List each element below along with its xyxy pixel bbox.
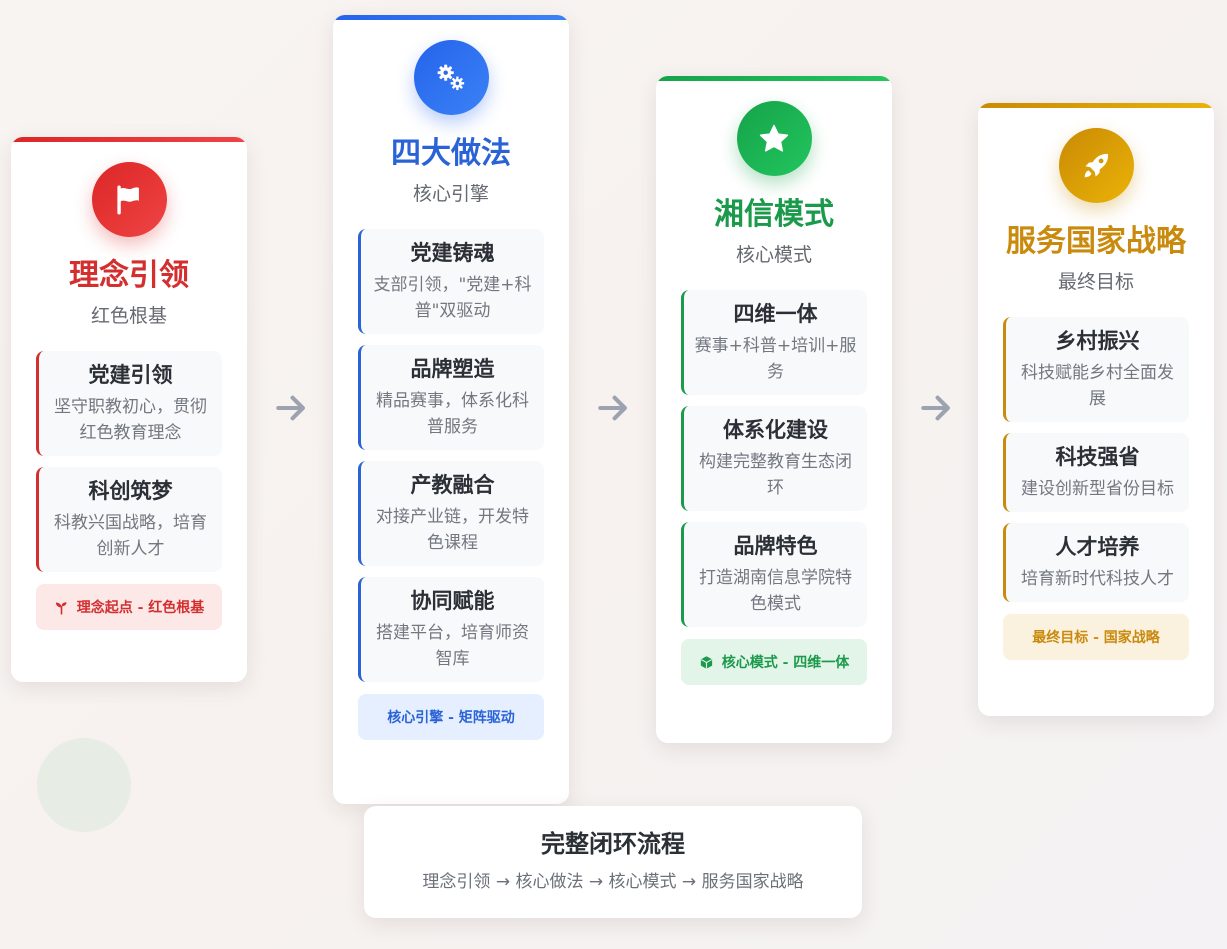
star-icon	[736, 101, 812, 176]
stage-card-concept: 理念引领 红色根基 党建引领 坚守职教初心，贯彻红色教育理念 科创筑梦 科教兴国…	[11, 137, 247, 682]
item-title: 党建铸魂	[410, 240, 495, 265]
rocket-icon	[1058, 128, 1134, 203]
stage-card-methods: 四大做法 核心引擎 党建铸魂 支部引领，"党建+科普"双驱动 品牌塑造 精品赛事…	[333, 15, 569, 804]
decorative-circle	[37, 738, 131, 832]
stage-item: 产教融合 对接产业链，开发特色课程	[358, 461, 544, 566]
stage-item: 党建铸魂 支部引领，"党建+科普"双驱动	[358, 229, 544, 334]
item-description: 支部引领，"党建+科普"双驱动	[373, 275, 532, 321]
stage-item: 党建引领 坚守职教初心，贯彻红色教育理念	[36, 351, 222, 456]
stage-badge: 核心模式 - 四维一体	[681, 639, 867, 685]
stage-title: 湘信模式	[714, 197, 834, 232]
stage-subtitle: 最终目标	[1057, 271, 1134, 293]
item-title: 党建引领	[88, 362, 173, 387]
item-title: 体系化建设	[723, 417, 828, 442]
stage-item: 四维一体 赛事+科普+培训+服务	[681, 290, 867, 395]
badge-label: 最终目标 - 国家战略	[1032, 630, 1160, 646]
stage-subtitle: 核心引擎	[412, 183, 489, 205]
stage-subtitle: 红色根基	[90, 305, 167, 327]
stage-title: 理念引领	[69, 258, 189, 293]
stage-badge: 理念起点 - 红色根基	[36, 584, 222, 630]
item-description: 培育新时代科技人才	[1021, 569, 1174, 589]
item-description: 坚守职教初心，贯彻红色教育理念	[54, 397, 207, 443]
item-description: 建设创新型省份目标	[1021, 479, 1174, 499]
stage-title: 服务国家战略	[1006, 224, 1186, 259]
item-title: 品牌特色	[733, 533, 818, 558]
item-description: 赛事+科普+培训+服务	[694, 336, 857, 382]
item-description: 科教兴国战略，培育创新人才	[54, 513, 207, 559]
item-title: 乡村振兴	[1055, 328, 1140, 353]
gears-icon	[413, 40, 489, 115]
arrow-right-icon	[916, 388, 956, 428]
cube-icon	[699, 655, 714, 670]
summary-card: 完整闭环流程 理念引领 → 核心做法 → 核心模式 → 服务国家战略	[364, 806, 862, 918]
stage-title: 四大做法	[391, 136, 511, 171]
stage-item: 协同赋能 搭建平台，培育师资智库	[358, 577, 544, 682]
item-title: 产教融合	[410, 472, 495, 497]
stage-item: 科技强省 建设创新型省份目标	[1003, 433, 1189, 512]
item-title: 人才培养	[1055, 534, 1140, 559]
arrow-right-icon	[271, 388, 311, 428]
stage-item: 品牌特色 打造湖南信息学院特色模式	[681, 522, 867, 627]
stage-subtitle: 核心模式	[735, 244, 812, 266]
item-title: 品牌塑造	[410, 356, 495, 381]
stage-card-strategy: 服务国家战略 最终目标 乡村振兴 科技赋能乡村全面发展 科技强省 建设创新型省份…	[978, 103, 1214, 716]
item-description: 精品赛事，体系化科普服务	[376, 391, 529, 437]
item-title: 科创筑梦	[88, 478, 173, 503]
stage-badge: 最终目标 - 国家战略	[1003, 614, 1189, 660]
badge-label: 核心引擎 - 矩阵驱动	[387, 710, 515, 726]
item-title: 四维一体	[733, 301, 818, 326]
stage-badge: 核心引擎 - 矩阵驱动	[358, 694, 544, 740]
item-description: 打造湖南信息学院特色模式	[699, 568, 852, 614]
flag-icon	[91, 162, 167, 237]
item-description: 对接产业链，开发特色课程	[376, 507, 529, 553]
stage-item: 人才培养 培育新时代科技人才	[1003, 523, 1189, 602]
item-description: 构建完整教育生态闭环	[699, 452, 852, 498]
item-description: 科技赋能乡村全面发展	[1021, 363, 1174, 409]
stage-card-model: 湘信模式 核心模式 四维一体 赛事+科普+培训+服务 体系化建设 构建完整教育生…	[656, 76, 892, 743]
badge-label: 理念起点 - 红色根基	[76, 600, 205, 616]
item-title: 协同赋能	[410, 588, 495, 613]
summary-flow: 理念引领 → 核心做法 → 核心模式 → 服务国家战略	[422, 872, 804, 892]
stage-item: 体系化建设 构建完整教育生态闭环	[681, 406, 867, 511]
summary-title: 完整闭环流程	[541, 829, 685, 858]
item-title: 科技强省	[1055, 444, 1140, 469]
arrow-right-icon	[593, 388, 633, 428]
seedling-icon	[54, 600, 69, 615]
badge-label: 核心模式 - 四维一体	[721, 655, 850, 671]
stage-item: 品牌塑造 精品赛事，体系化科普服务	[358, 345, 544, 450]
item-description: 搭建平台，培育师资智库	[376, 623, 529, 669]
stage-item: 乡村振兴 科技赋能乡村全面发展	[1003, 317, 1189, 422]
stage-item: 科创筑梦 科教兴国战略，培育创新人才	[36, 467, 222, 572]
